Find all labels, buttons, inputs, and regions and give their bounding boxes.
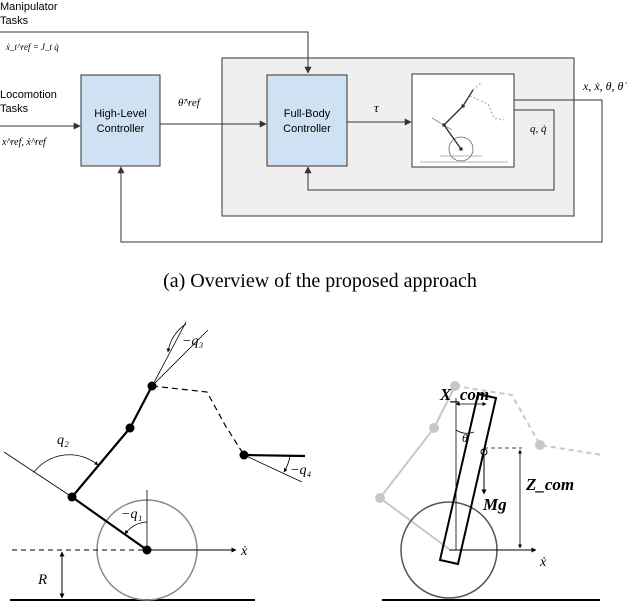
- manipulator-equation: ẋ_t^ref = J_t q̇: [5, 42, 59, 52]
- q2-label: q₂: [57, 433, 69, 448]
- pendulum-diagram: ẋ X_com Z_com θ Mg: [375, 381, 603, 601]
- manipulator-label-line2: Tasks: [0, 15, 29, 27]
- leg-diagram: ẋ R −q₁ q₂ −q₃ −q₄: [3, 321, 311, 601]
- arm-dashed: [151, 385, 245, 456]
- x-axis-label-left: ẋ: [240, 544, 248, 559]
- robot-simulation-image: [411, 73, 515, 168]
- q4-arc: [283, 455, 291, 473]
- joint-wrist: [239, 450, 249, 460]
- x-axis-label-right: ẋ: [539, 555, 547, 570]
- locomotion-label-line2: Tasks: [0, 103, 29, 115]
- state-feedback-line: [117, 99, 603, 243]
- theta-label: θ: [462, 431, 468, 445]
- manipulator-signal-line: [0, 31, 312, 74]
- q3-label: −q₃: [182, 334, 203, 349]
- thigh-link: [71, 427, 131, 498]
- mg-label: Mg: [482, 495, 507, 514]
- locomotion-equation: x^ref, ẋ^ref: [1, 137, 47, 148]
- z-com-label: Z_com: [525, 475, 574, 494]
- theta-arc: [455, 429, 475, 434]
- q1-arc: [124, 521, 148, 535]
- full-body-label-line2: Controller: [283, 123, 331, 135]
- full-body-controller-block: [266, 74, 348, 167]
- arm-end-reference: [243, 454, 303, 483]
- joint-hip: [125, 423, 135, 433]
- high-level-label-line1: High-Level: [94, 108, 147, 120]
- q3-arc: [166, 323, 187, 353]
- q2-arc: [33, 454, 99, 473]
- ghost-robot: [375, 381, 603, 550]
- arm-end-link: [243, 453, 306, 458]
- state-label: x, ẋ, θ, θ̇: [582, 79, 627, 93]
- tau-label: τ: [374, 100, 380, 115]
- high-level-label-line2: Controller: [97, 123, 145, 135]
- q1-label: −q₁: [121, 507, 142, 522]
- caption-a: (a) Overview of the proposed approach: [163, 270, 477, 292]
- pendulum-rod: [438, 392, 498, 566]
- joint-knee: [67, 492, 77, 502]
- block-diagram: Manipulator Tasks ẋ_t^ref = J_t q̇ Locom…: [0, 1, 627, 243]
- x-com-label: X_com: [439, 385, 489, 404]
- shin-extension: [3, 451, 73, 498]
- q-qdot-output-line: [304, 109, 555, 191]
- theta-ref-label: θ̈^ref: [178, 97, 202, 109]
- joint-wheel: [142, 545, 152, 555]
- radius-label: R: [37, 572, 47, 588]
- vertical-reference: [151, 329, 209, 387]
- robot-sketch: [420, 81, 508, 163]
- shin-link: [71, 496, 148, 551]
- joint-shoulder: [147, 381, 157, 391]
- q-qdot-label: q, q̇: [530, 123, 547, 135]
- torso-axis: [129, 321, 187, 429]
- full-body-label-line1: Full-Body: [284, 108, 331, 120]
- locomotion-label-line1: Locomotion: [0, 89, 57, 101]
- manipulator-label-line1: Manipulator: [0, 1, 58, 13]
- high-level-controller-block: [80, 74, 161, 167]
- q4-label: −q₄: [290, 463, 311, 478]
